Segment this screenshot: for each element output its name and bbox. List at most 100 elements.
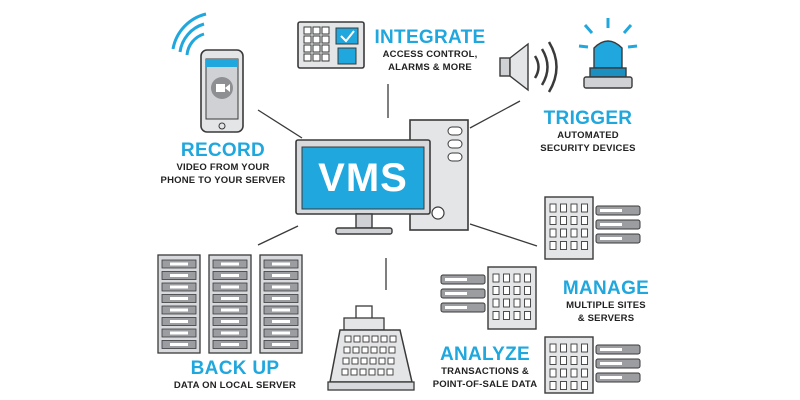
building-window: [492, 298, 500, 308]
building-window: [581, 381, 588, 390]
integrate-title: INTEGRATE: [374, 27, 486, 48]
building-window: [560, 381, 567, 390]
building-window: [524, 273, 531, 283]
register-key: [351, 357, 359, 365]
building-window: [524, 298, 531, 308]
building-window: [570, 203, 578, 213]
building-window: [549, 343, 557, 353]
building-window: [513, 273, 521, 283]
register-key: [343, 346, 351, 354]
register-key: [371, 335, 379, 343]
building-window: [560, 228, 567, 238]
trigger-title: TRIGGER: [543, 108, 633, 129]
building-windows: [492, 203, 588, 390]
analyze-line-2: POINT-OF-SALE DATA: [432, 379, 538, 390]
rack-slots: [161, 259, 299, 349]
rack-slot-handle: [221, 285, 239, 289]
rack-slot-handle: [221, 331, 239, 335]
server-rack-icon: [157, 254, 303, 354]
register-key: [360, 357, 368, 365]
register-key: [342, 357, 350, 365]
connector-record: [257, 109, 303, 139]
register-key: [378, 357, 386, 365]
cash-register-icon: [327, 305, 415, 391]
register-key: [386, 368, 394, 376]
analyze-title: ANALYZE: [439, 344, 531, 365]
server-unit-icon: [440, 205, 641, 383]
building-window: [549, 241, 557, 250]
building-window: [560, 241, 567, 250]
label-integrate: INTEGRATE ACCESS CONTROL, ALARMS & MORE: [366, 27, 494, 74]
building-window: [513, 311, 521, 320]
register-key: [368, 368, 376, 376]
phone-icon: [171, 12, 244, 133]
building-window: [549, 368, 557, 378]
building-window: [581, 343, 588, 353]
vms-computer-icon: [295, 119, 469, 235]
vms-label: VMS: [318, 155, 408, 200]
building-window: [570, 381, 578, 390]
register-key: [353, 335, 361, 343]
register-key: [380, 335, 388, 343]
connector-backup: [257, 225, 299, 246]
rack-slot-handle: [221, 320, 239, 323]
label-manage: MANAGE MULTIPLE SITES & SERVERS: [544, 278, 668, 325]
manage-title: MANAGE: [562, 278, 650, 299]
label-analyze: ANALYZE TRANSACTIONS & POINT-OF-SALE DAT…: [420, 344, 550, 391]
rack-slot-handle: [272, 285, 290, 289]
register-key: [361, 346, 369, 354]
trigger-line-1: AUTOMATED: [557, 130, 619, 141]
building-window: [549, 381, 557, 390]
building-window: [570, 343, 578, 353]
server-unit-stripe: [600, 237, 622, 240]
rack-slot-handle: [221, 274, 239, 277]
register-key: [388, 346, 396, 354]
register-key: [352, 346, 360, 354]
building-window: [549, 216, 557, 225]
integrate-line-1: ACCESS CONTROL,: [382, 49, 478, 60]
manage-line-1: MULTIPLE SITES: [566, 300, 646, 311]
rack-slot-handle: [221, 262, 239, 266]
building-window: [503, 286, 510, 295]
server-unit-stripe: [600, 209, 622, 212]
connector-trigger: [469, 100, 521, 129]
building-window: [581, 216, 588, 225]
building-window: [513, 298, 521, 308]
rack-slot-handle: [170, 308, 188, 312]
rack-slot-handle: [221, 343, 239, 346]
building-window: [570, 216, 578, 225]
building-window: [570, 356, 578, 365]
rack-slot-handle: [272, 297, 290, 300]
register-key: [389, 335, 397, 343]
integrate-line-2: ALARMS & MORE: [388, 62, 472, 73]
label-record: RECORD VIDEO FROM YOUR PHONE TO YOUR SER…: [153, 140, 293, 187]
manage-line-2: & SERVERS: [577, 313, 635, 324]
server-unit-stripe: [600, 376, 622, 379]
server-unit-stripe: [600, 348, 622, 351]
siren-icon: [578, 18, 638, 89]
register-key: [359, 368, 367, 376]
building-window: [581, 203, 588, 213]
register-key: [341, 368, 349, 376]
building-window: [581, 241, 588, 250]
building-window: [570, 368, 578, 378]
server-unit-stripe: [445, 292, 467, 295]
building-window: [492, 311, 500, 320]
label-backup: BACK UP DATA ON LOCAL SERVER: [160, 358, 310, 392]
building-window: [581, 356, 588, 365]
connector-lines: [257, 84, 538, 290]
register-key: [387, 357, 395, 365]
building-window: [524, 311, 531, 320]
register-key: [350, 368, 358, 376]
server-unit-stripe: [600, 362, 622, 365]
server-unit-stripe: [445, 306, 467, 309]
trigger-line-2: SECURITY DEVICES: [540, 143, 636, 154]
building-window: [503, 298, 510, 308]
rack-slot-handle: [272, 262, 290, 266]
rack-slot-handle: [272, 308, 290, 312]
backup-title: BACK UP: [190, 358, 280, 379]
building-window: [524, 286, 531, 295]
server-unit-stripe: [445, 278, 467, 281]
